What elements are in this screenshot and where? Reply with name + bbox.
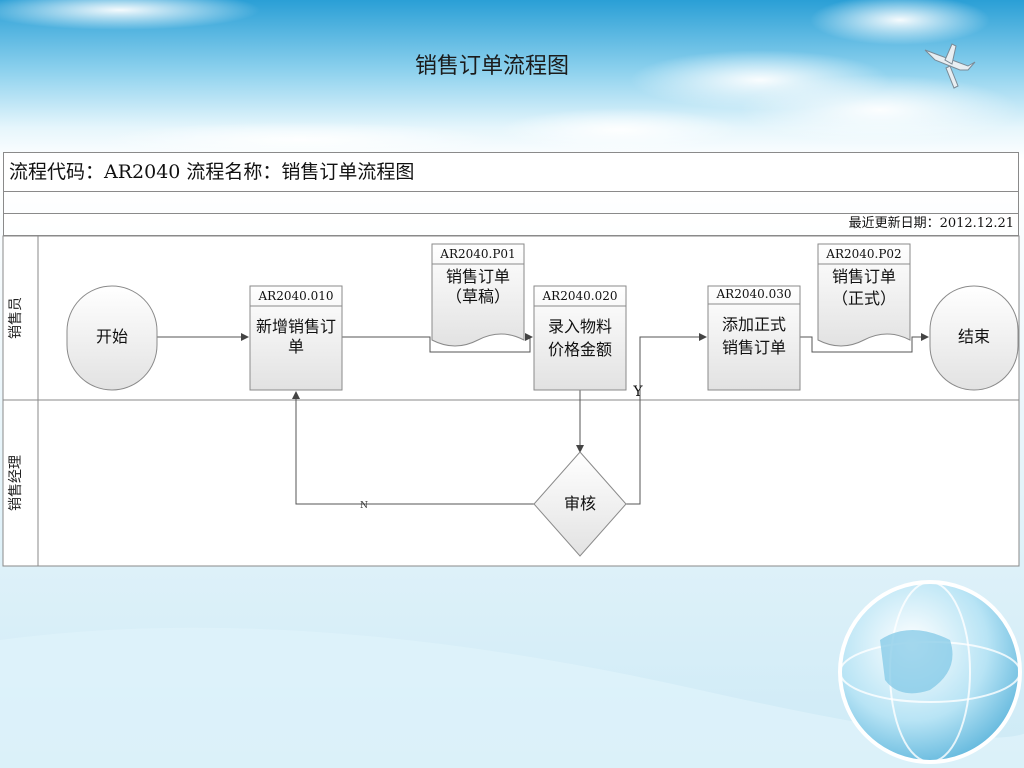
lane-label-salesperson: 销售员 [8, 297, 24, 339]
document-p02: AR2040.P02 销售订单 （正式） [817, 243, 911, 347]
document-p01: AR2040.P01 销售订单 （草稿） [431, 243, 525, 347]
header-spacer-row [3, 192, 1019, 214]
edge-030-to-end [800, 333, 929, 353]
doc-p01-line2: （草稿） [446, 287, 510, 306]
flow-info-header: 流程代码：AR2040 流程名称：销售订单流程图 [3, 152, 1019, 192]
process-step-010: AR2040.010 新增销售订 单 [249, 285, 343, 391]
step-030-line1: 添加正式 [722, 315, 786, 334]
edge-010-to-020 [342, 333, 533, 353]
lane-label-sales-manager: 销售经理 [8, 455, 24, 511]
start-node: 开始 [66, 285, 158, 391]
process-step-020: AR2040.020 录入物料 价格金额 [533, 285, 627, 391]
step-030-code: AR2040.030 [716, 287, 792, 301]
doc-p01-line1: 销售订单 [446, 267, 510, 286]
doc-p02-code: AR2040.P02 [825, 247, 901, 261]
airplane-icon [924, 43, 976, 89]
end-node-label: 结束 [958, 327, 990, 346]
step-020-line1: 录入物料 [548, 317, 612, 336]
doc-p02-line1: 销售订单 [832, 267, 896, 286]
step-020-code: AR2040.020 [542, 289, 618, 303]
step-010-line2: 单 [288, 337, 304, 356]
doc-p01-code: AR2040.P01 [439, 247, 515, 261]
review-decision: 审核 [533, 451, 627, 557]
globe-icon [838, 580, 1022, 764]
step-010-code: AR2040.010 [258, 289, 334, 303]
edge-yes-label: Y [632, 384, 643, 400]
start-node-label: 开始 [96, 327, 128, 346]
step-030-line2: 销售订单 [722, 338, 786, 357]
edge-review-no-to-010 [292, 391, 534, 505]
step-010-line1: 新增销售订 [256, 317, 336, 336]
step-020-line2: 价格金额 [548, 340, 612, 359]
end-node: 结束 [929, 285, 1019, 391]
edge-no-label: N [360, 501, 368, 511]
review-decision-label: 审核 [564, 494, 596, 513]
edge-review-yes-to-030 [626, 333, 707, 505]
connectors [157, 333, 929, 505]
slide-title: 销售订单流程图 [414, 54, 569, 79]
process-step-030: AR2040.030 添加正式 销售订单 [707, 285, 801, 391]
doc-p02-line2: （正式） [832, 289, 896, 308]
